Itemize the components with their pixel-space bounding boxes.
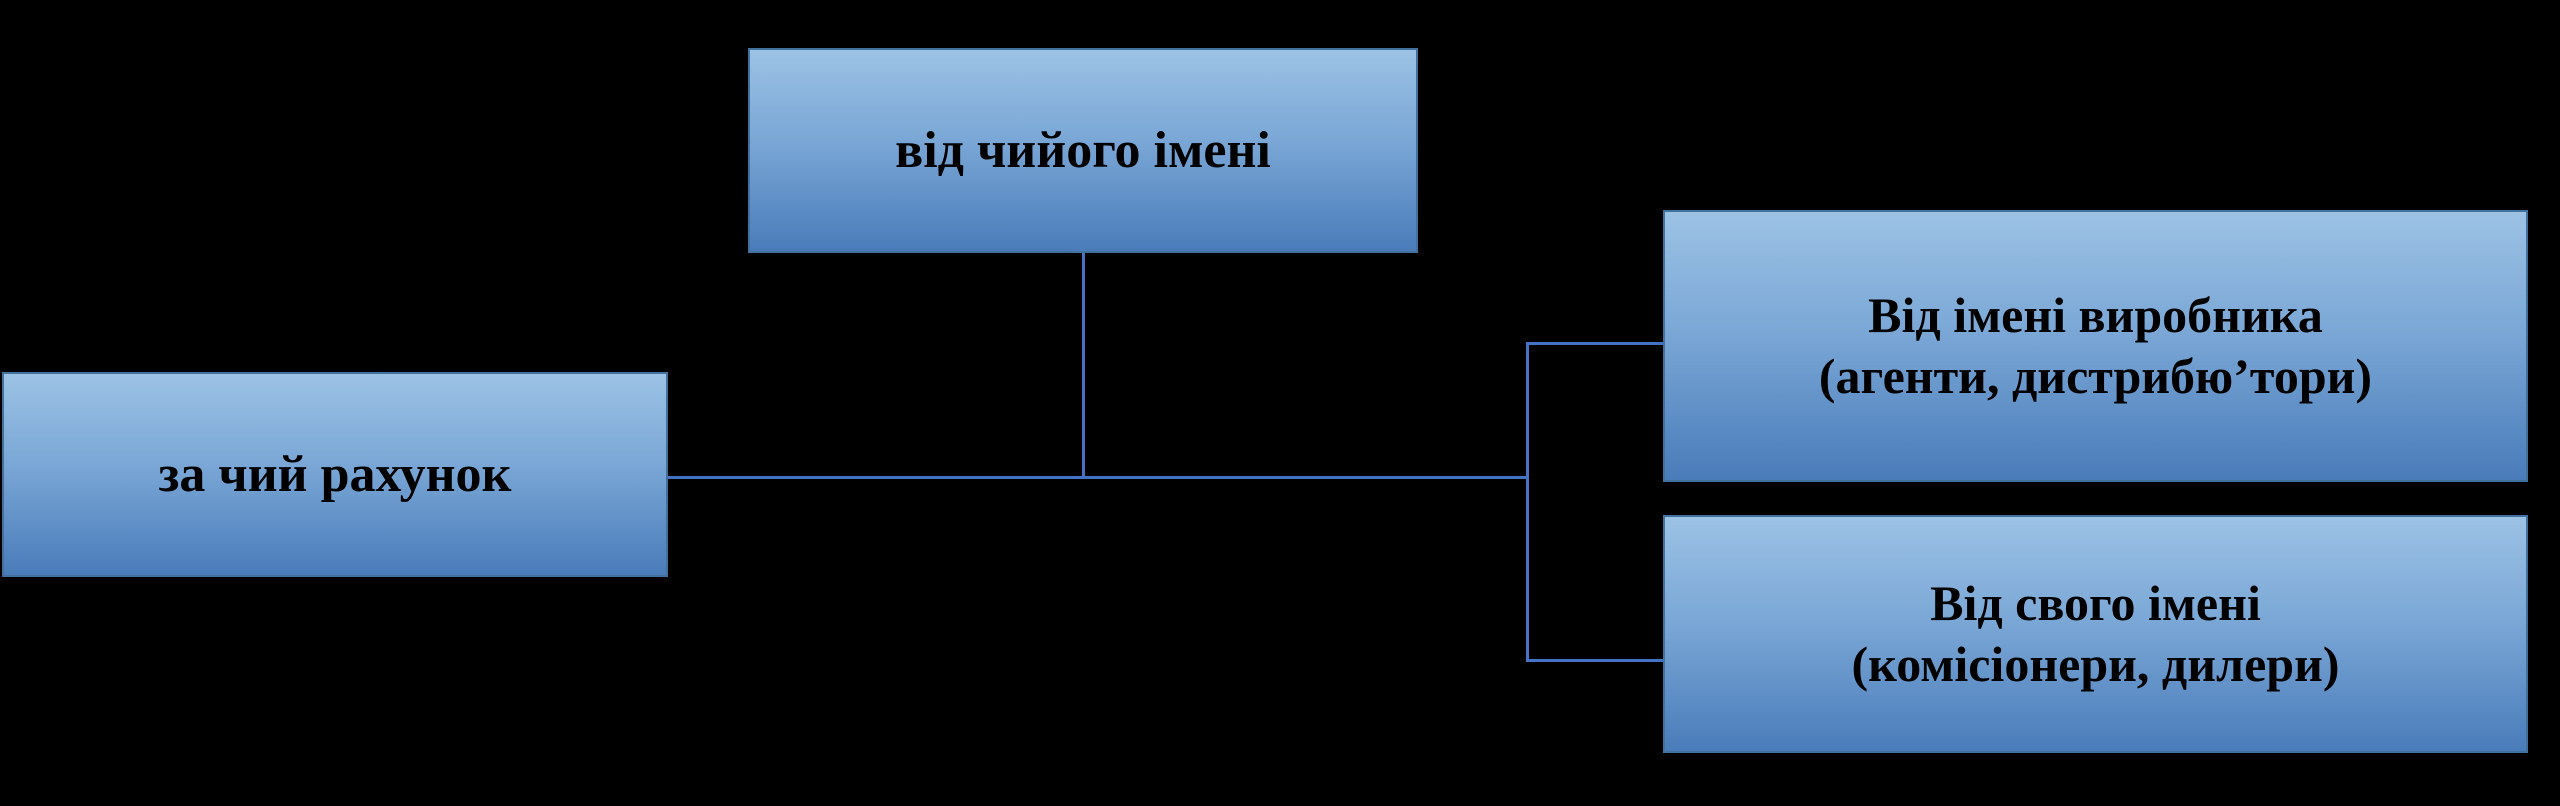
node-at-whose-expense-label: за чий рахунок: [158, 445, 512, 503]
connector-branch-top: [1526, 342, 1666, 345]
node-from-own-name-line2: (комісіонери, дилери): [1851, 636, 2340, 692]
connector-bracket-vertical: [1526, 342, 1529, 662]
connector-branch-bottom: [1526, 659, 1666, 662]
node-from-producer-name-line1: Від імені виробника: [1868, 287, 2323, 343]
node-from-producer-name: Від імені виробника (агенти, дистрибю’то…: [1663, 210, 2528, 482]
connector-top-vertical: [1082, 253, 1085, 479]
connector-main-horizontal: [668, 476, 1528, 479]
node-from-producer-name-line2: (агенти, дистрибю’тори): [1818, 348, 2373, 404]
node-from-whose-name: від чийого імені: [748, 48, 1418, 253]
node-from-whose-name-label: від чийого імені: [895, 121, 1271, 179]
node-at-whose-expense: за чий рахунок: [2, 372, 668, 577]
node-from-own-name: Від свого імені (комісіонери, дилери): [1663, 515, 2528, 753]
node-from-own-name-line1: Від свого імені: [1930, 575, 2261, 631]
